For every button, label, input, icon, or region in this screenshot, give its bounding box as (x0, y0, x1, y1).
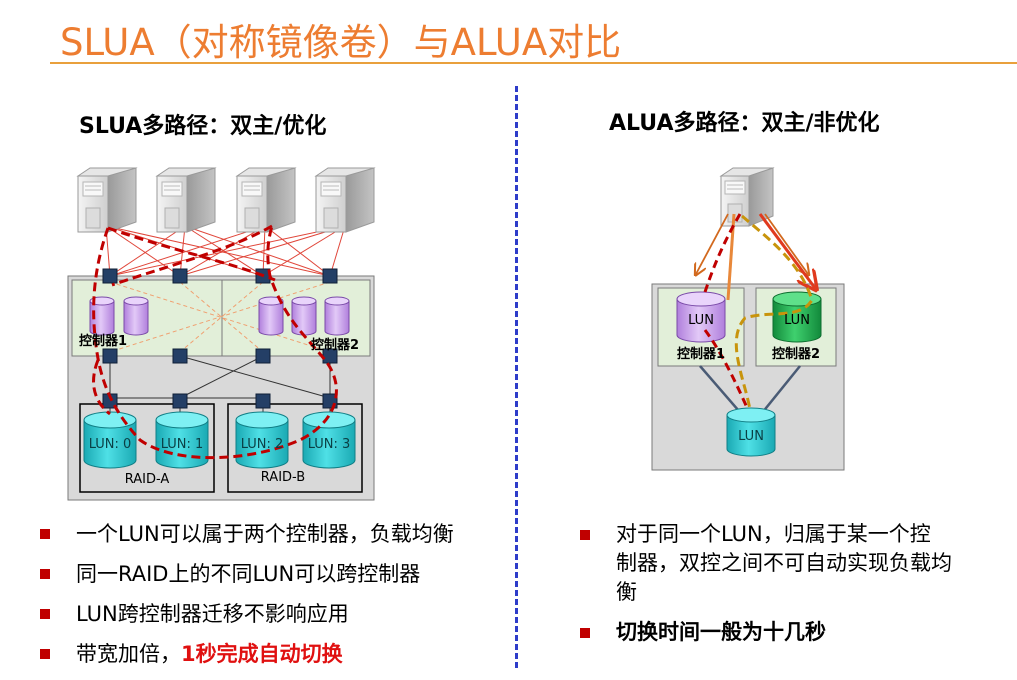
host-links (105, 225, 346, 277)
right-bullet-list: 对于同一个LUN，归属于某一个控 制器，双控之间不可自动实现负载均 衡 切换时间… (580, 520, 952, 647)
disk-cylinder-icon (89, 296, 350, 336)
switch-port-icon (102, 268, 338, 409)
right-bullet-2: 切换时间一般为十几秒 (580, 618, 952, 647)
lun-2-label: LUN: 2 (241, 437, 284, 452)
left-bullet-list: 一个LUN可以属于两个控制器，负载均衡 同一RAID上的不同LUN可以跨控制器 … (40, 520, 454, 680)
left-bullet-2: 同一RAID上的不同LUN可以跨控制器 (40, 560, 454, 600)
lun-3-label: LUN: 3 (308, 437, 351, 452)
page-title: SLUA（对称镜像卷）与ALUA对比 (60, 21, 622, 64)
alua-red-dashed-path (703, 213, 742, 293)
controller-cross-links (109, 281, 331, 353)
bullet-square-icon (40, 569, 50, 579)
bullet-square-icon (40, 529, 50, 539)
server-icon (719, 167, 775, 227)
bullet-square-icon (580, 628, 590, 638)
alua-path-arrow (696, 213, 729, 274)
slua-diagram: 控制器1 控制器2 LUN: 0 LUN: 1 LUN: 2 LUN: 3 RA… (67, 167, 376, 501)
slua-active-path (92, 224, 338, 460)
alua-non-optimized-path (758, 213, 815, 288)
raid-a-label: RAID-A (125, 472, 170, 487)
disk-cylinder-icon (83, 411, 356, 469)
bullet-square-icon (580, 530, 590, 540)
raid-b-label: RAID-B (261, 470, 305, 485)
left-bullet-3: LUN跨控制器迁移不影响应用 (40, 600, 454, 640)
alua-gold-dashed-path (734, 214, 814, 411)
left-bullet-4: 带宽加倍，1秒完成自动切换 (40, 640, 454, 680)
raid-a-box (79, 403, 215, 493)
alua-red-dashed-path (703, 329, 750, 411)
alua-controller-2-label: 控制器2 (772, 346, 820, 362)
alua-path-arrow (764, 213, 808, 274)
lun-1-label: LUN: 1 (161, 437, 204, 452)
server-icon (314, 167, 376, 233)
right-bullet-1: 对于同一个LUN，归属于某一个控 制器，双控之间不可自动实现负载均 衡 (580, 520, 952, 618)
left-heading: SLUA多路径：双主/优化 (79, 114, 327, 139)
server-icon (235, 167, 297, 233)
disk-cylinder-icon (676, 291, 822, 457)
controller-2-label: 控制器2 (311, 337, 359, 353)
bullet-square-icon (40, 649, 50, 659)
raid-b-box (227, 403, 363, 493)
server-icon (76, 167, 138, 233)
server-icon (155, 167, 217, 233)
center-divider (515, 86, 518, 668)
alua-controller-1-label: 控制器1 (677, 346, 725, 362)
alua-lun-2-label: LUN (784, 313, 810, 328)
alua-lun-3-label: LUN (738, 429, 764, 444)
alua-diagram: LUN LUN LUN 控制器1 控制器2 (651, 167, 845, 471)
bullet-square-icon (40, 609, 50, 619)
right-heading: ALUA多路径：双主/非优化 (609, 111, 880, 136)
controller-1-label: 控制器1 (79, 333, 127, 349)
lun-0-label: LUN: 0 (89, 437, 132, 452)
switch-time-highlight: 1秒完成自动切换 (181, 642, 343, 666)
left-bullet-1: 一个LUN可以属于两个控制器，负载均衡 (40, 520, 454, 560)
alua-lun-1-label: LUN (688, 313, 714, 328)
title-underline (50, 62, 1017, 64)
